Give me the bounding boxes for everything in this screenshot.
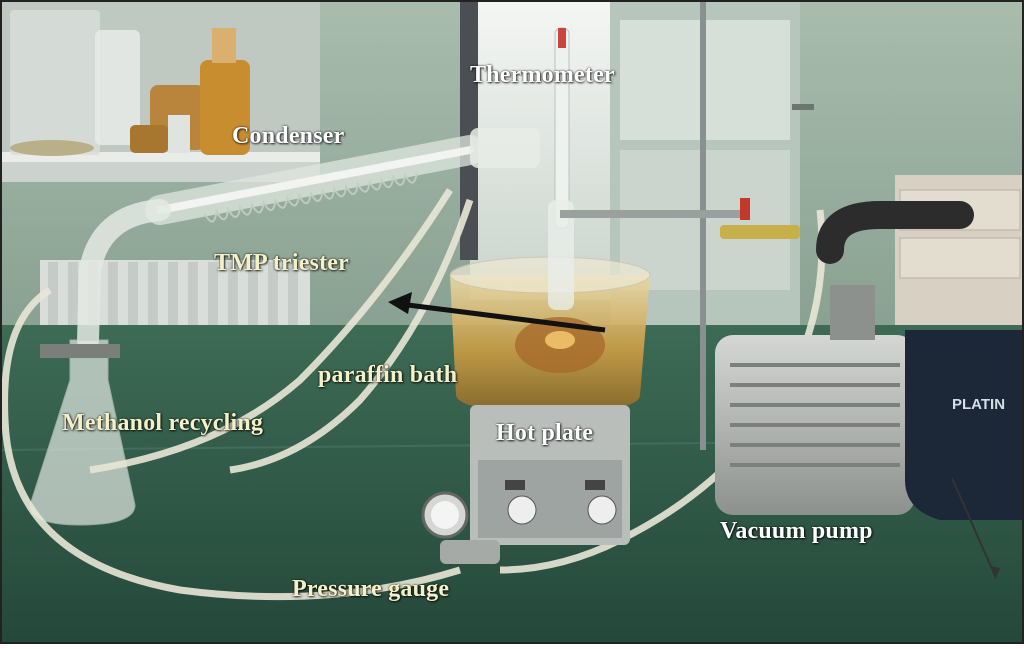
paraffin-bath-beaker (449, 200, 651, 412)
label-tmp-triester: TMP triester (214, 250, 349, 276)
condenser-glassware (77, 27, 570, 351)
label-paraffin-bath: paraffin bath (318, 362, 458, 388)
label-vacuum-pump: Vacuum pump (720, 518, 873, 544)
annotation-arrow (388, 292, 606, 333)
pressure-gauge (421, 491, 500, 564)
label-methanol-recycling: Methanol recycling (62, 410, 264, 436)
clamp-arm (560, 198, 800, 239)
amber-bottle (200, 60, 250, 155)
label-pressure-gauge: Pressure gauge (292, 576, 450, 602)
stand-rod (460, 0, 478, 260)
hoses (1, 188, 826, 601)
hot-plate (470, 405, 630, 545)
pump-brand-text: PLATIN (952, 396, 1006, 413)
label-condenser: Condenser (232, 123, 345, 149)
label-thermometer: Thermometer (470, 62, 615, 88)
vacuum-pump (715, 201, 1024, 520)
pump-pointer-line (951, 477, 997, 579)
label-hot-plate: Hot plate (496, 420, 594, 446)
